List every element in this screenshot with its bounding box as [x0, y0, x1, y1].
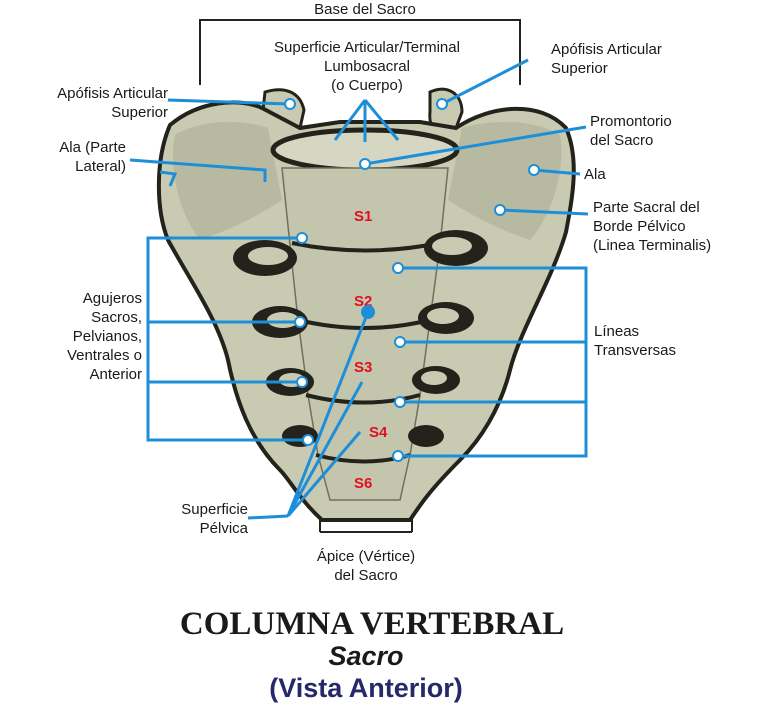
left-ala-shade	[172, 121, 282, 240]
foramen-left-2-inner	[267, 312, 299, 328]
label-apice-1: Ápice (Vértice)	[317, 548, 415, 565]
promontorio-line	[364, 125, 587, 166]
agujeros-bracket	[146, 236, 308, 442]
dot-apofisis-left	[284, 98, 296, 110]
label-ala-lateral-1: Ala (Parte	[59, 139, 126, 156]
pelvica-line-4	[247, 514, 289, 520]
callout-dots	[284, 98, 540, 462]
foramen-right-1-inner	[432, 237, 472, 255]
label-borde-3: (Linea Terminalis)	[593, 237, 711, 254]
label-borde-2: Borde Pélvico	[593, 218, 686, 235]
base-bracket	[199, 19, 521, 85]
pelvica-line-2	[286, 381, 364, 517]
label-surface-2: Lumbosacral	[324, 58, 410, 75]
label-promontorio-2: del Sacro	[590, 132, 653, 149]
dot-foramen-4	[302, 434, 314, 446]
label-agujeros-2: Sacros,	[91, 309, 142, 326]
label-ala-lateral-2: Lateral)	[75, 158, 126, 175]
pelvica-line-1	[286, 311, 370, 517]
surface-line-1	[333, 99, 367, 141]
view-caption: (Vista Anterior)	[269, 673, 463, 703]
label-base: Base del Sacro	[314, 1, 416, 18]
apex-bracket	[319, 516, 413, 533]
callout-lines	[129, 19, 589, 533]
dot-foramen-1	[296, 232, 308, 244]
label-surface-3: (o Cuerpo)	[331, 77, 403, 94]
label-agujeros-4: Ventrales o	[67, 347, 142, 364]
label-apofisis-left-2: Superior	[111, 104, 168, 121]
label-agujeros-3: Pelvianos,	[73, 328, 142, 345]
segment-s3: S3	[354, 359, 372, 376]
surface-line-3	[363, 99, 400, 141]
segment-s1: S1	[354, 208, 372, 225]
ridge-3	[305, 393, 421, 405]
page-subtitle: Sacro	[328, 641, 403, 671]
segment-s6: S6	[354, 475, 372, 492]
label-lineas-2: Transversas	[594, 342, 676, 359]
dot-ala	[528, 164, 540, 176]
annotation-labels: Base del Sacro Superficie Articular/Term…	[57, 1, 711, 584]
foramen-right-2-inner	[427, 308, 459, 324]
dot-pelvica-s2	[361, 305, 375, 319]
dot-borde	[494, 204, 506, 216]
label-agujeros-1: Agujeros	[83, 290, 142, 307]
foramen-left-1-inner	[248, 247, 288, 265]
segment-s4: S4	[369, 424, 388, 441]
dot-linea-4	[392, 450, 404, 462]
label-apofisis-right-2: Superior	[551, 60, 608, 77]
apofisis-left-line	[167, 98, 291, 106]
apofisis-right-line	[441, 58, 529, 106]
ala-lateral-line	[129, 158, 267, 187]
pelvica-line-3	[286, 431, 362, 517]
dot-foramen-3	[296, 376, 308, 388]
foramen-right-4	[408, 425, 444, 447]
caption: COLUMNA VERTEBRAL Sacro (Vista Anterior)	[180, 606, 564, 703]
dot-linea-2	[394, 336, 406, 348]
dot-apofisis-right	[436, 98, 448, 110]
label-apofisis-right-1: Apófisis Articular	[551, 41, 662, 58]
ala-right-line	[533, 168, 581, 176]
label-pelvica-2: Pélvica	[200, 520, 249, 537]
label-pelvica-1: Superficie	[181, 501, 248, 518]
foramen-right-3-inner	[421, 371, 447, 385]
page-title: COLUMNA VERTEBRAL	[180, 606, 564, 642]
dot-linea-1	[392, 262, 404, 274]
ridge-1	[291, 241, 441, 253]
label-borde-1: Parte Sacral del	[593, 199, 700, 216]
label-lineas-1: Líneas	[594, 323, 639, 340]
dot-foramen-2	[294, 316, 306, 328]
label-apice-2: del Sacro	[334, 567, 397, 584]
label-surface-1: Superficie Articular/Terminal	[274, 39, 460, 56]
dot-linea-3	[394, 396, 406, 408]
dot-promontorio	[359, 158, 371, 170]
borde-pelvico-line	[499, 208, 589, 216]
label-agujeros-5: Anterior	[89, 366, 142, 383]
label-apofisis-left-1: Apófisis Articular	[57, 85, 168, 102]
label-promontorio-1: Promontorio	[590, 113, 672, 130]
label-ala: Ala	[584, 166, 606, 183]
lineas-bracket	[398, 266, 588, 458]
ridge-2	[297, 318, 431, 330]
